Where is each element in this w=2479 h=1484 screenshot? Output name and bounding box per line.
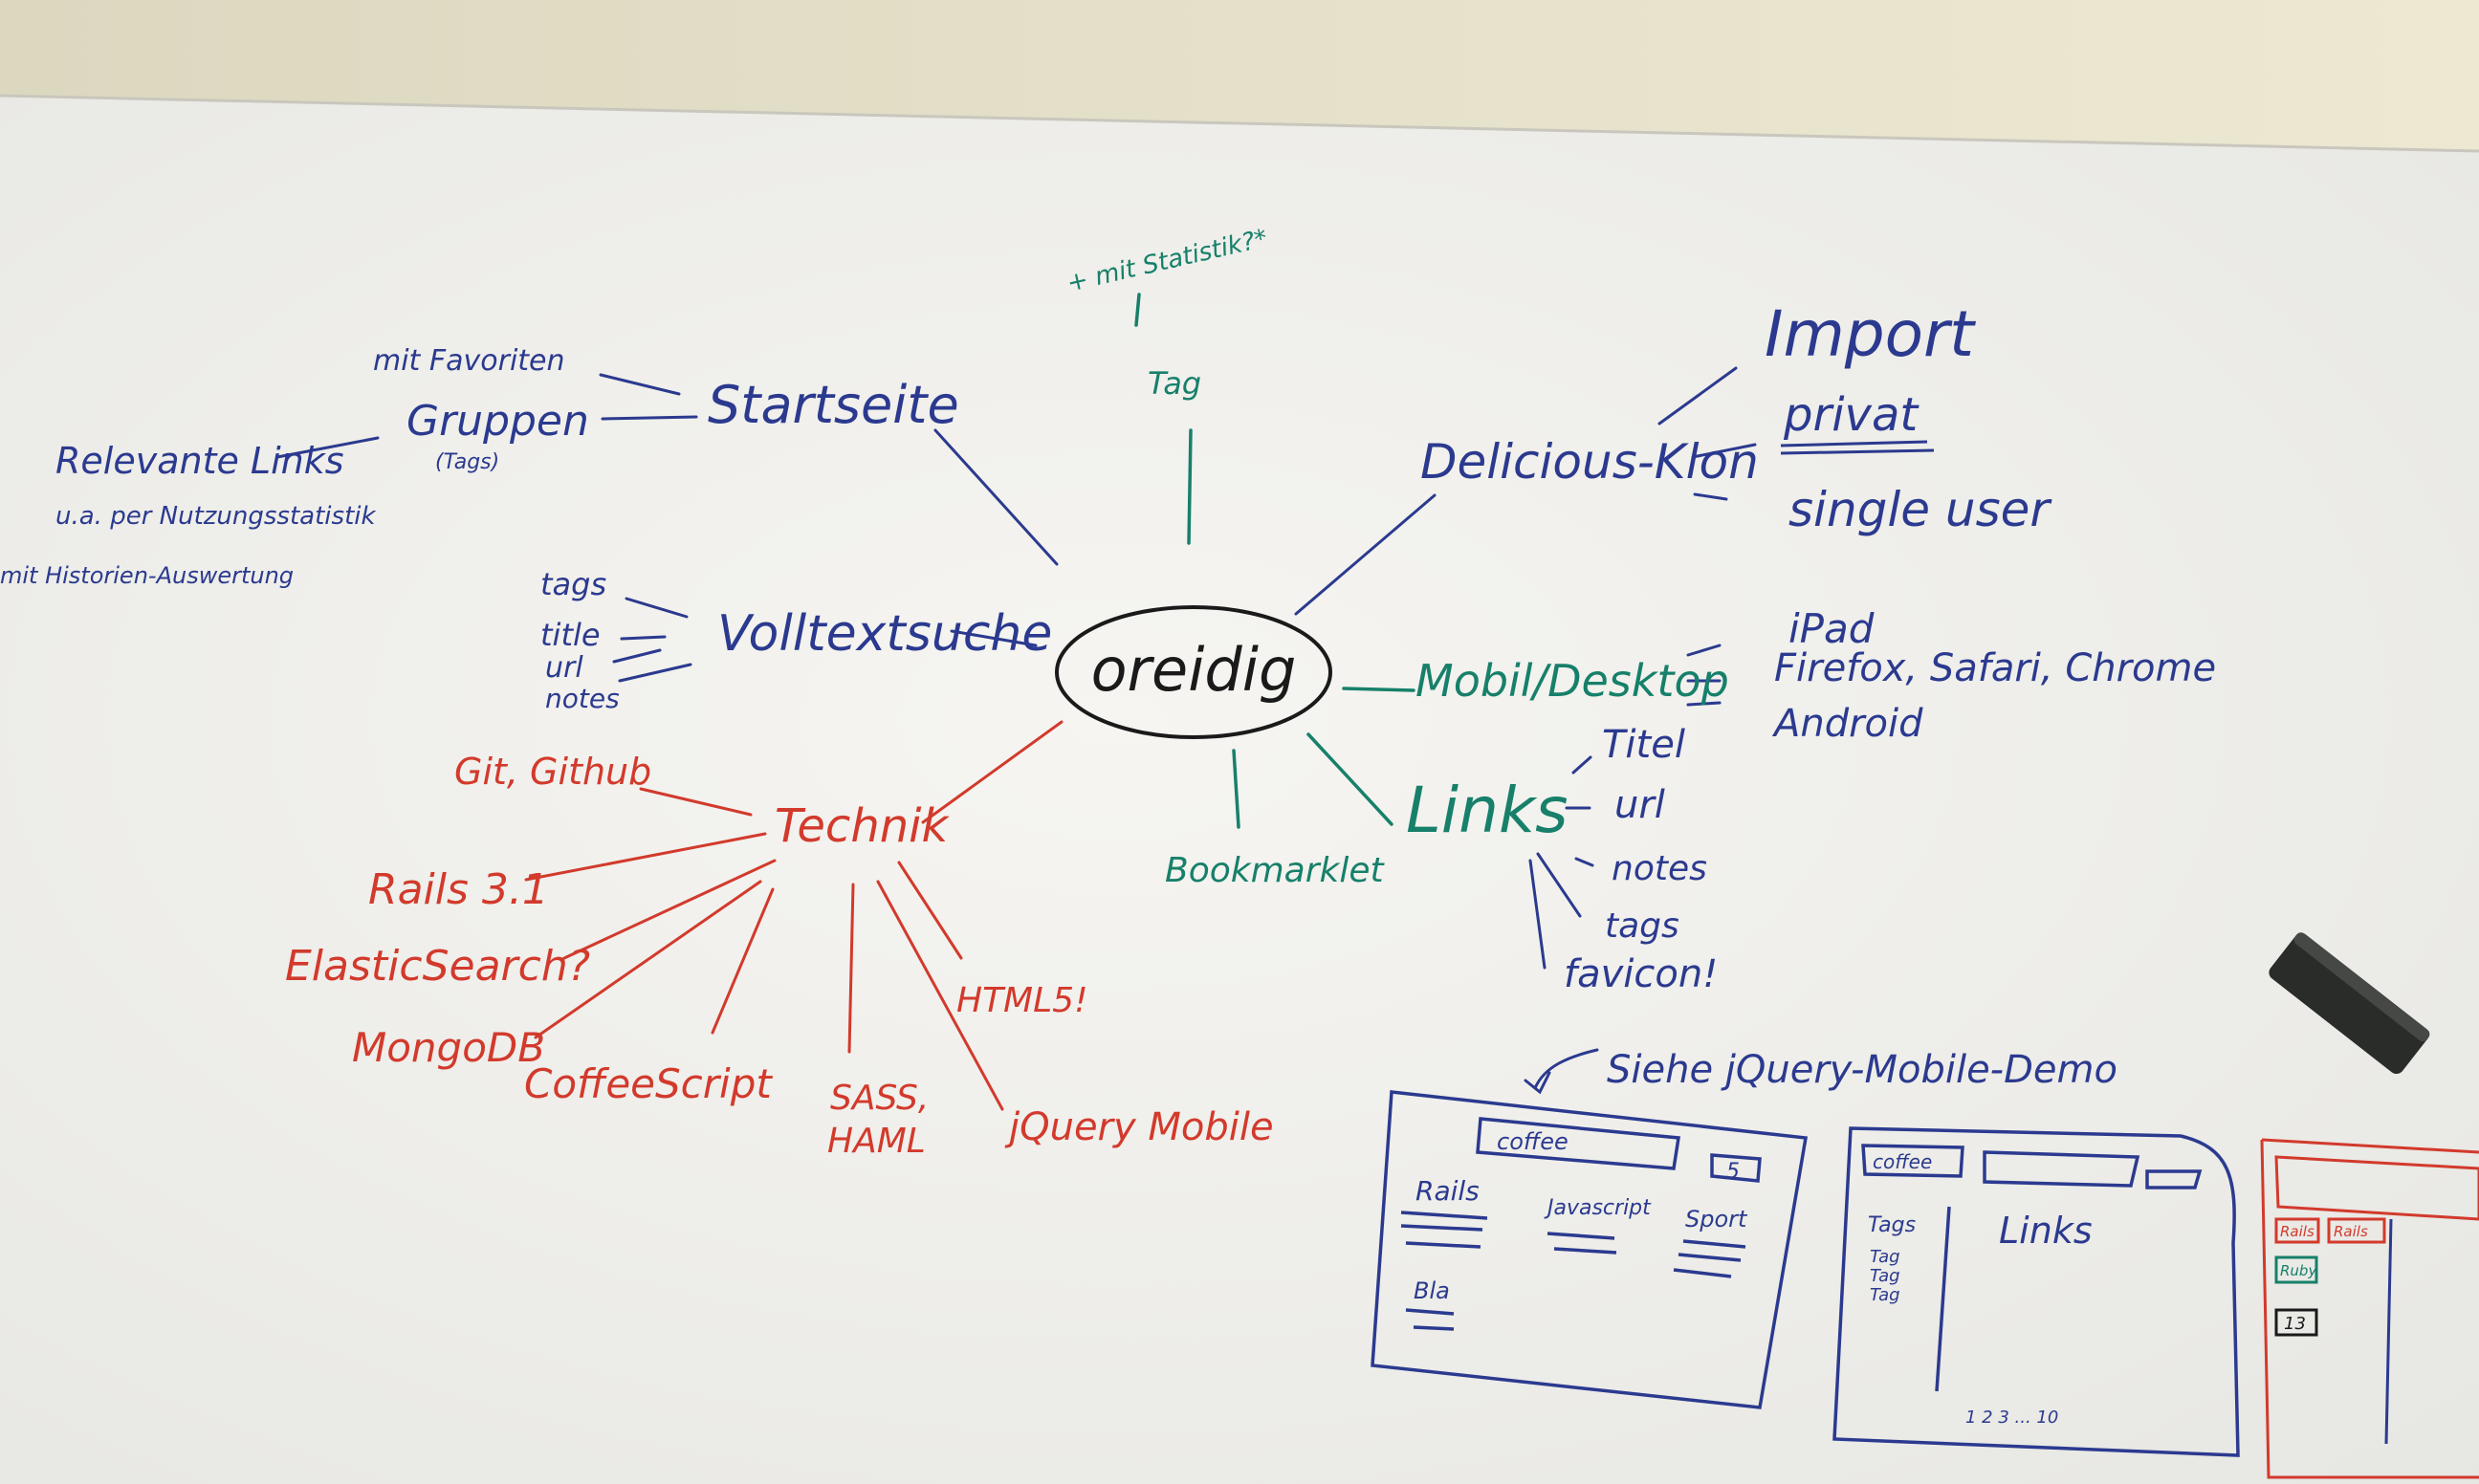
delicious-single-user: single user [1788, 482, 2052, 537]
relevante-links-label: Relevante Links [55, 440, 344, 482]
privat-underline [1780, 440, 1935, 455]
technik-jquery: jQuery Mobile [1004, 1105, 1274, 1149]
gruppen-sub-label: (Tags) [435, 450, 499, 474]
gruppen-label: Gruppen [406, 397, 589, 446]
technik-mongo: MongoDB [352, 1024, 545, 1071]
volltext-item-notes: notes [545, 683, 620, 714]
wf2-tag-1: Tag [1870, 1247, 1900, 1267]
blue-connectors [275, 366, 1757, 1095]
wf1-bottom: Bla [1414, 1277, 1450, 1304]
eraser [2269, 932, 2430, 1075]
sketch-note: Siehe jQuery-Mobile-Demo [1607, 1048, 2117, 1092]
links-favicon: favicon! [1564, 952, 1718, 996]
links-items: Titel url notes tags favicon! [1564, 723, 1718, 996]
wf3-tag-2: Rails [2334, 1223, 2368, 1240]
mobil-items: iPad Firefox, Safari, Chrome Android [1771, 605, 2216, 746]
red-connectors [524, 720, 1064, 1111]
delicious-import: Import [1765, 297, 1976, 371]
whiteboard [0, 96, 2479, 1484]
wf2-tags: Tags [1868, 1213, 1916, 1237]
wireframe-2-text: coffee Tags Tag Tag Tag Links 1 2 3 ... … [1868, 1150, 2093, 1428]
bookmarklet-label: Bookmarklet [1165, 851, 1386, 890]
wf2-tag-3: Tag [1870, 1285, 1900, 1305]
links-tags: tags [1605, 906, 1679, 946]
nutzungsstatistik-label: u.a. per Nutzungsstatistik [55, 502, 376, 531]
mobil-ipad: iPad [1788, 605, 1875, 652]
technik-rails: Rails 3.1 [368, 865, 549, 914]
delicious-label: Delicious-Klon [1420, 434, 1759, 490]
wireframe-1-text: coffee 5 Rails Javascript Sport Bla [1414, 1128, 1748, 1304]
wireframe-3-text: Rails Rails Ruby 13 [2280, 1223, 2368, 1334]
technik-coffee: CoffeeScript [524, 1060, 773, 1107]
tag-branch-label: Tag [1148, 365, 1201, 402]
wf2-links: Links [1999, 1210, 2093, 1252]
historien-label: mit Historien-Auswertung [0, 562, 294, 589]
technik-label: Technik [775, 799, 950, 853]
wf1-count: 5 [1726, 1160, 1740, 1184]
mobil-label: Mobil/Desktop [1415, 655, 1729, 707]
wf3-tag-1: Rails [2280, 1223, 2314, 1240]
center-label: oreidig [1091, 635, 1297, 705]
links-url: url [1614, 783, 1665, 827]
branch-delicious: Delicious-Klon Import privat single user [1420, 297, 2052, 537]
mobil-browsers: Firefox, Safari, Chrome [1774, 646, 2216, 690]
volltext-item-tags: tags [540, 566, 606, 602]
center-node: oreidig [1055, 605, 1332, 739]
mobil-android: Android [1771, 702, 1923, 746]
branch-technik: Technik Git, Github Rails 3.1 ElasticSea… [285, 751, 1274, 1161]
wf3-count: 13 [2284, 1314, 2306, 1334]
links-notes: notes [1612, 849, 1707, 888]
wf1-search-value: coffee [1497, 1128, 1569, 1155]
wireframe-3 [2260, 1138, 2479, 1479]
wf1-col-javascript: Javascript [1544, 1196, 1652, 1220]
board-top-edge [0, 94, 2479, 153]
startseite-label: Startseite [708, 375, 959, 435]
technik-html5: HTML5! [956, 981, 1088, 1020]
wf2-tag-2: Tag [1870, 1266, 1900, 1286]
links-titel: Titel [1602, 723, 1685, 767]
technik-sass: SASS, [830, 1079, 929, 1118]
volltextsuche-label: Volltextsuche [717, 605, 1052, 663]
branch-volltextsuche: Volltextsuche tags title url notes [540, 566, 1052, 714]
wf1-col-sport: Sport [1685, 1206, 1748, 1233]
technik-git: Git, Github [454, 751, 651, 793]
wf2-tab: coffee [1873, 1150, 1932, 1173]
technik-haml: HAML [827, 1122, 926, 1161]
volltext-item-title: title [540, 617, 601, 653]
mit-favoriten-label: mit Favoriten [373, 344, 565, 378]
delicious-privat: privat [1783, 388, 1920, 442]
technik-elastic: ElasticSearch? [285, 942, 590, 991]
wf3-tag-3: Ruby [2280, 1262, 2317, 1279]
wf2-paging: 1 2 3 ... 10 [1965, 1408, 2058, 1428]
links-label: Links [1406, 774, 1569, 847]
wireframe-1 [1371, 1090, 1809, 1409]
volltext-item-url: url [545, 651, 583, 685]
teal-connectors [1134, 293, 1415, 829]
branch-startseite: Startseite mit Favoriten Gruppen (Tags) … [0, 344, 959, 589]
wf1-col-rails: Rails [1415, 1175, 1480, 1207]
wireframe-2 [1832, 1126, 2240, 1457]
